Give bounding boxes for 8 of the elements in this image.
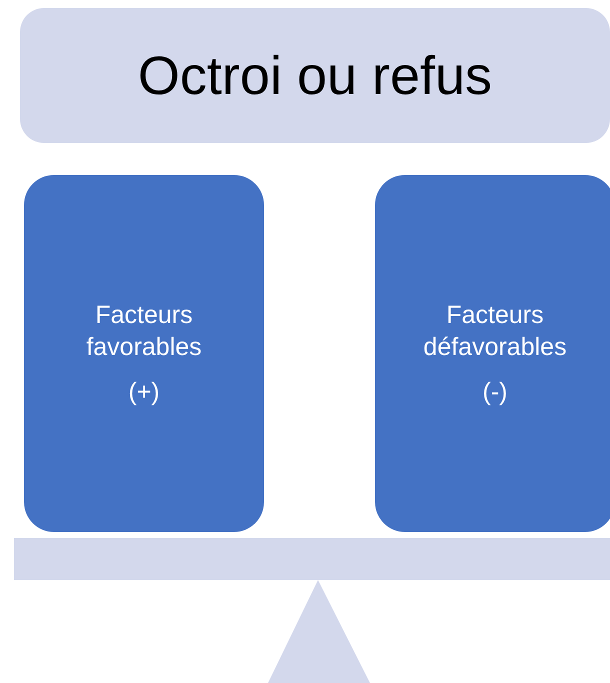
- factor-label: Facteurs défavorables: [422, 300, 568, 364]
- factor-label: Facteurs favorables: [85, 300, 203, 364]
- sign-label: (+): [128, 376, 160, 408]
- title-text: Octroi ou refus: [138, 44, 492, 106]
- sign-label: (-): [482, 376, 508, 408]
- title-box: [20, 8, 610, 143]
- factor-box: [375, 175, 610, 532]
- factor-box: [24, 175, 264, 532]
